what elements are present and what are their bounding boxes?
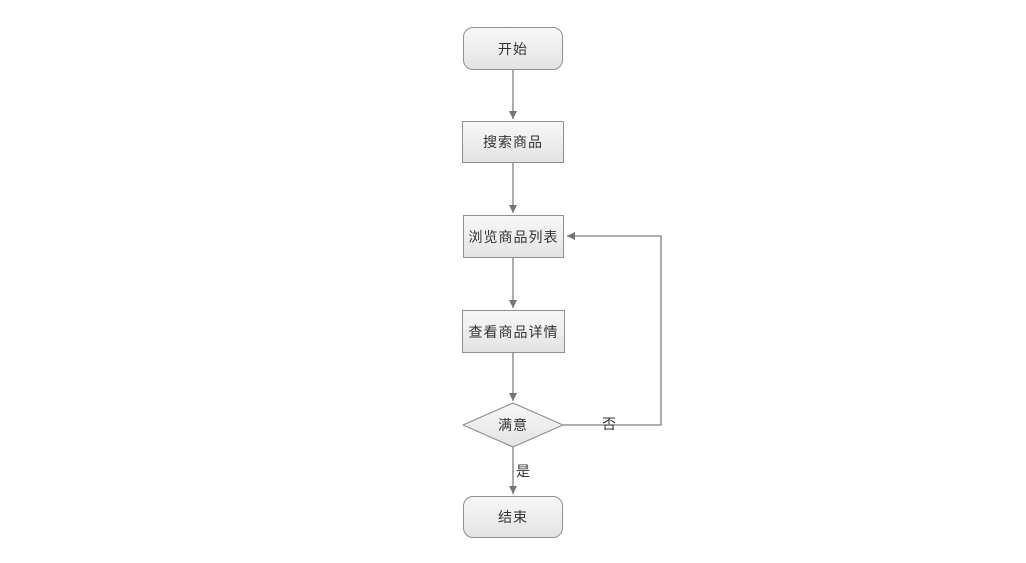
- node-search-products: 搜索商品: [462, 121, 564, 163]
- node-view-product-detail-label: 查看商品详情: [468, 323, 559, 340]
- edge-label-no: 否: [602, 416, 616, 432]
- edge-label-yes: 是: [516, 463, 530, 479]
- node-decision-satisfied: 满意: [463, 403, 563, 447]
- node-start: 开始: [463, 27, 563, 70]
- node-end-label: 结束: [498, 509, 528, 525]
- decision-diamond-shape: [462, 402, 564, 448]
- node-search-products-label: 搜索商品: [483, 134, 543, 150]
- node-browse-product-list-label: 浏览商品列表: [468, 228, 559, 245]
- node-view-product-detail: 查看商品详情: [462, 310, 565, 353]
- node-start-label: 开始: [498, 40, 528, 57]
- node-decision-satisfied-label: 满意: [498, 417, 528, 433]
- node-end: 结束: [463, 496, 563, 538]
- edge-decision-browse-loop: [563, 232, 662, 426]
- node-browse-product-list: 浏览商品列表: [463, 215, 564, 258]
